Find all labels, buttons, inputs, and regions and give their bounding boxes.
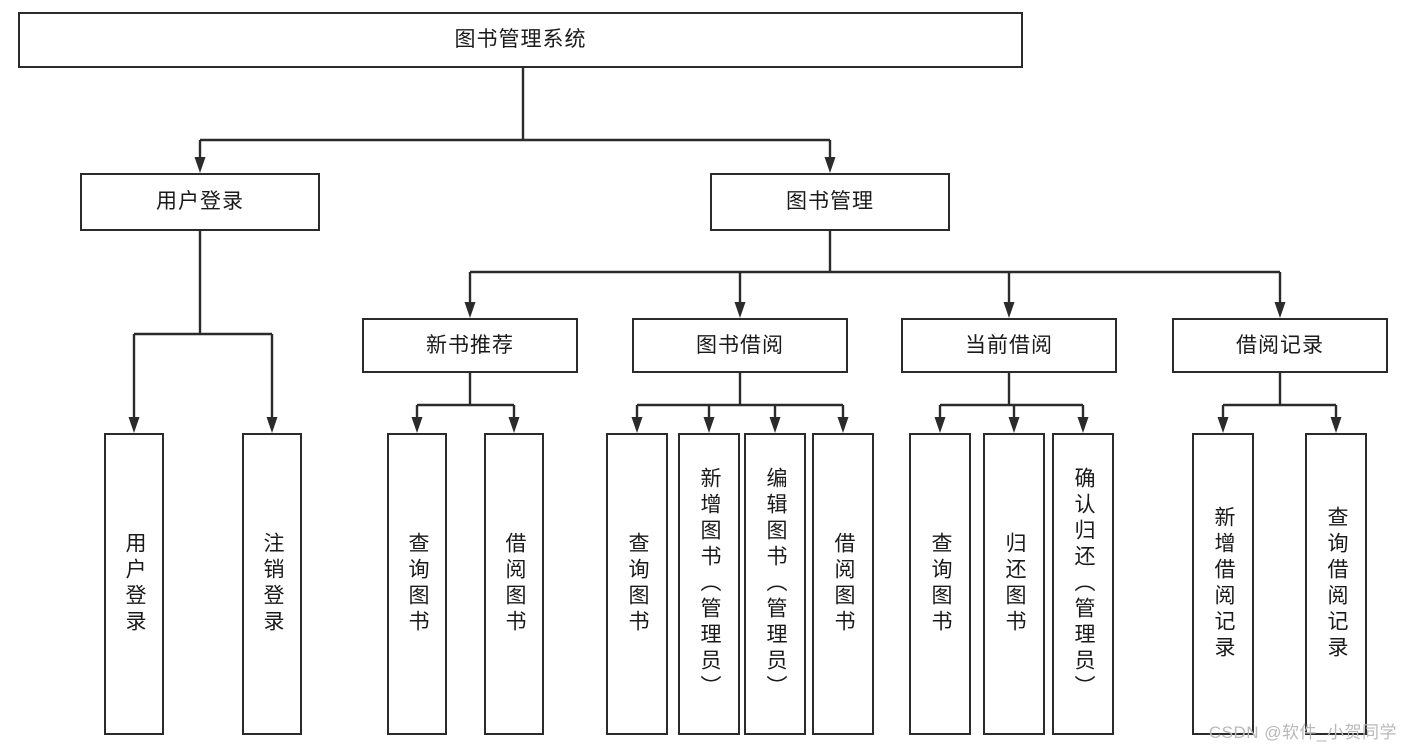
node-leaf-query-borrow-record[interactable]: 查询借阅记录: [1305, 433, 1367, 735]
node-leaf-logout-login[interactable]: 注销登录: [242, 433, 302, 735]
arrow-head-book-borrow-to-leaves-2: [769, 417, 781, 433]
node-label-leaf-borrow-book-recommend: 借阅图书: [503, 532, 527, 636]
node-label-book-management: 图书管理: [786, 190, 874, 214]
arrow-head-user-login-to-leaves-1: [266, 417, 278, 433]
node-leaf-query-book-recommend[interactable]: 查询图书: [387, 433, 447, 735]
arrow-head-book-management-to-level3-2: [1003, 302, 1015, 318]
node-label-leaf-edit-book-admin: 编辑图书（管理员）: [764, 467, 788, 701]
node-label-leaf-query-book-current: 查询图书: [929, 532, 953, 636]
node-user-login[interactable]: 用户登录: [80, 173, 320, 231]
node-label-leaf-add-borrow-record: 新增借阅记录: [1212, 506, 1236, 662]
node-label-root: 图书管理系统: [454, 28, 587, 52]
node-root[interactable]: 图书管理系统: [18, 12, 1023, 68]
node-leaf-confirm-return-admin[interactable]: 确认归还（管理员）: [1052, 433, 1114, 735]
node-leaf-borrow-book[interactable]: 借阅图书: [812, 433, 874, 735]
node-current-borrow[interactable]: 当前借阅: [901, 318, 1117, 373]
node-label-book-borrow: 图书借阅: [696, 333, 784, 357]
arrow-head-current-borrow-to-leaves-0: [934, 417, 946, 433]
node-leaf-add-book-admin[interactable]: 新增图书（管理员）: [678, 433, 740, 735]
node-label-leaf-query-borrow-record: 查询借阅记录: [1325, 506, 1349, 662]
node-leaf-edit-book-admin[interactable]: 编辑图书（管理员）: [744, 433, 806, 735]
node-leaf-user-login[interactable]: 用户登录: [104, 433, 164, 735]
arrow-head-user-login-to-leaves-0: [128, 417, 140, 433]
node-book-management[interactable]: 图书管理: [710, 173, 950, 231]
arrow-head-borrow-record-to-leaves-1: [1330, 417, 1342, 433]
node-label-current-borrow: 当前借阅: [965, 333, 1053, 357]
arrow-head-book-management-to-level3-3: [1274, 302, 1286, 318]
node-label-user-login: 用户登录: [156, 190, 244, 214]
node-book-borrow[interactable]: 图书借阅: [632, 318, 848, 373]
node-label-new-book-recommend: 新书推荐: [426, 333, 514, 357]
arrow-head-book-borrow-to-leaves-3: [837, 417, 849, 433]
node-label-leaf-borrow-book: 借阅图书: [832, 532, 856, 636]
watermark-text: CSDN @软件_小贺同学: [1208, 723, 1397, 742]
node-label-leaf-query-book-borrow: 查询图书: [626, 532, 650, 636]
node-leaf-query-book-borrow[interactable]: 查询图书: [606, 433, 668, 735]
node-leaf-borrow-book-recommend[interactable]: 借阅图书: [484, 433, 544, 735]
node-leaf-query-book-current[interactable]: 查询图书: [909, 433, 971, 735]
node-label-leaf-confirm-return-admin: 确认归还（管理员）: [1072, 467, 1096, 701]
arrow-head-current-borrow-to-leaves-2: [1077, 417, 1089, 433]
arrow-head-book-borrow-to-leaves-1: [703, 417, 715, 433]
node-label-leaf-user-login: 用户登录: [123, 532, 147, 636]
arrow-head-borrow-record-to-leaves-0: [1217, 417, 1229, 433]
arrow-head-book-borrow-to-leaves-0: [631, 417, 643, 433]
arrow-head-root-to-level2-1: [824, 157, 836, 173]
node-leaf-return-book[interactable]: 归还图书: [983, 433, 1045, 735]
arrow-head-new-book-recommend-to-leaves-0: [411, 417, 423, 433]
node-label-leaf-query-book-recommend: 查询图书: [406, 532, 430, 636]
arrow-head-current-borrow-to-leaves-1: [1008, 417, 1020, 433]
node-label-leaf-add-book-admin: 新增图书（管理员）: [698, 467, 722, 701]
node-label-leaf-return-book: 归还图书: [1003, 532, 1027, 636]
arrow-head-book-management-to-level3-1: [734, 302, 746, 318]
node-label-borrow-record: 借阅记录: [1236, 333, 1324, 357]
arrow-head-book-management-to-level3-0: [464, 302, 476, 318]
arrow-head-root-to-level2-0: [194, 157, 206, 173]
arrow-head-new-book-recommend-to-leaves-1: [508, 417, 520, 433]
node-label-leaf-logout-login: 注销登录: [261, 532, 285, 636]
node-borrow-record[interactable]: 借阅记录: [1172, 318, 1388, 373]
node-leaf-add-borrow-record[interactable]: 新增借阅记录: [1192, 433, 1254, 735]
node-new-book-recommend[interactable]: 新书推荐: [362, 318, 578, 373]
